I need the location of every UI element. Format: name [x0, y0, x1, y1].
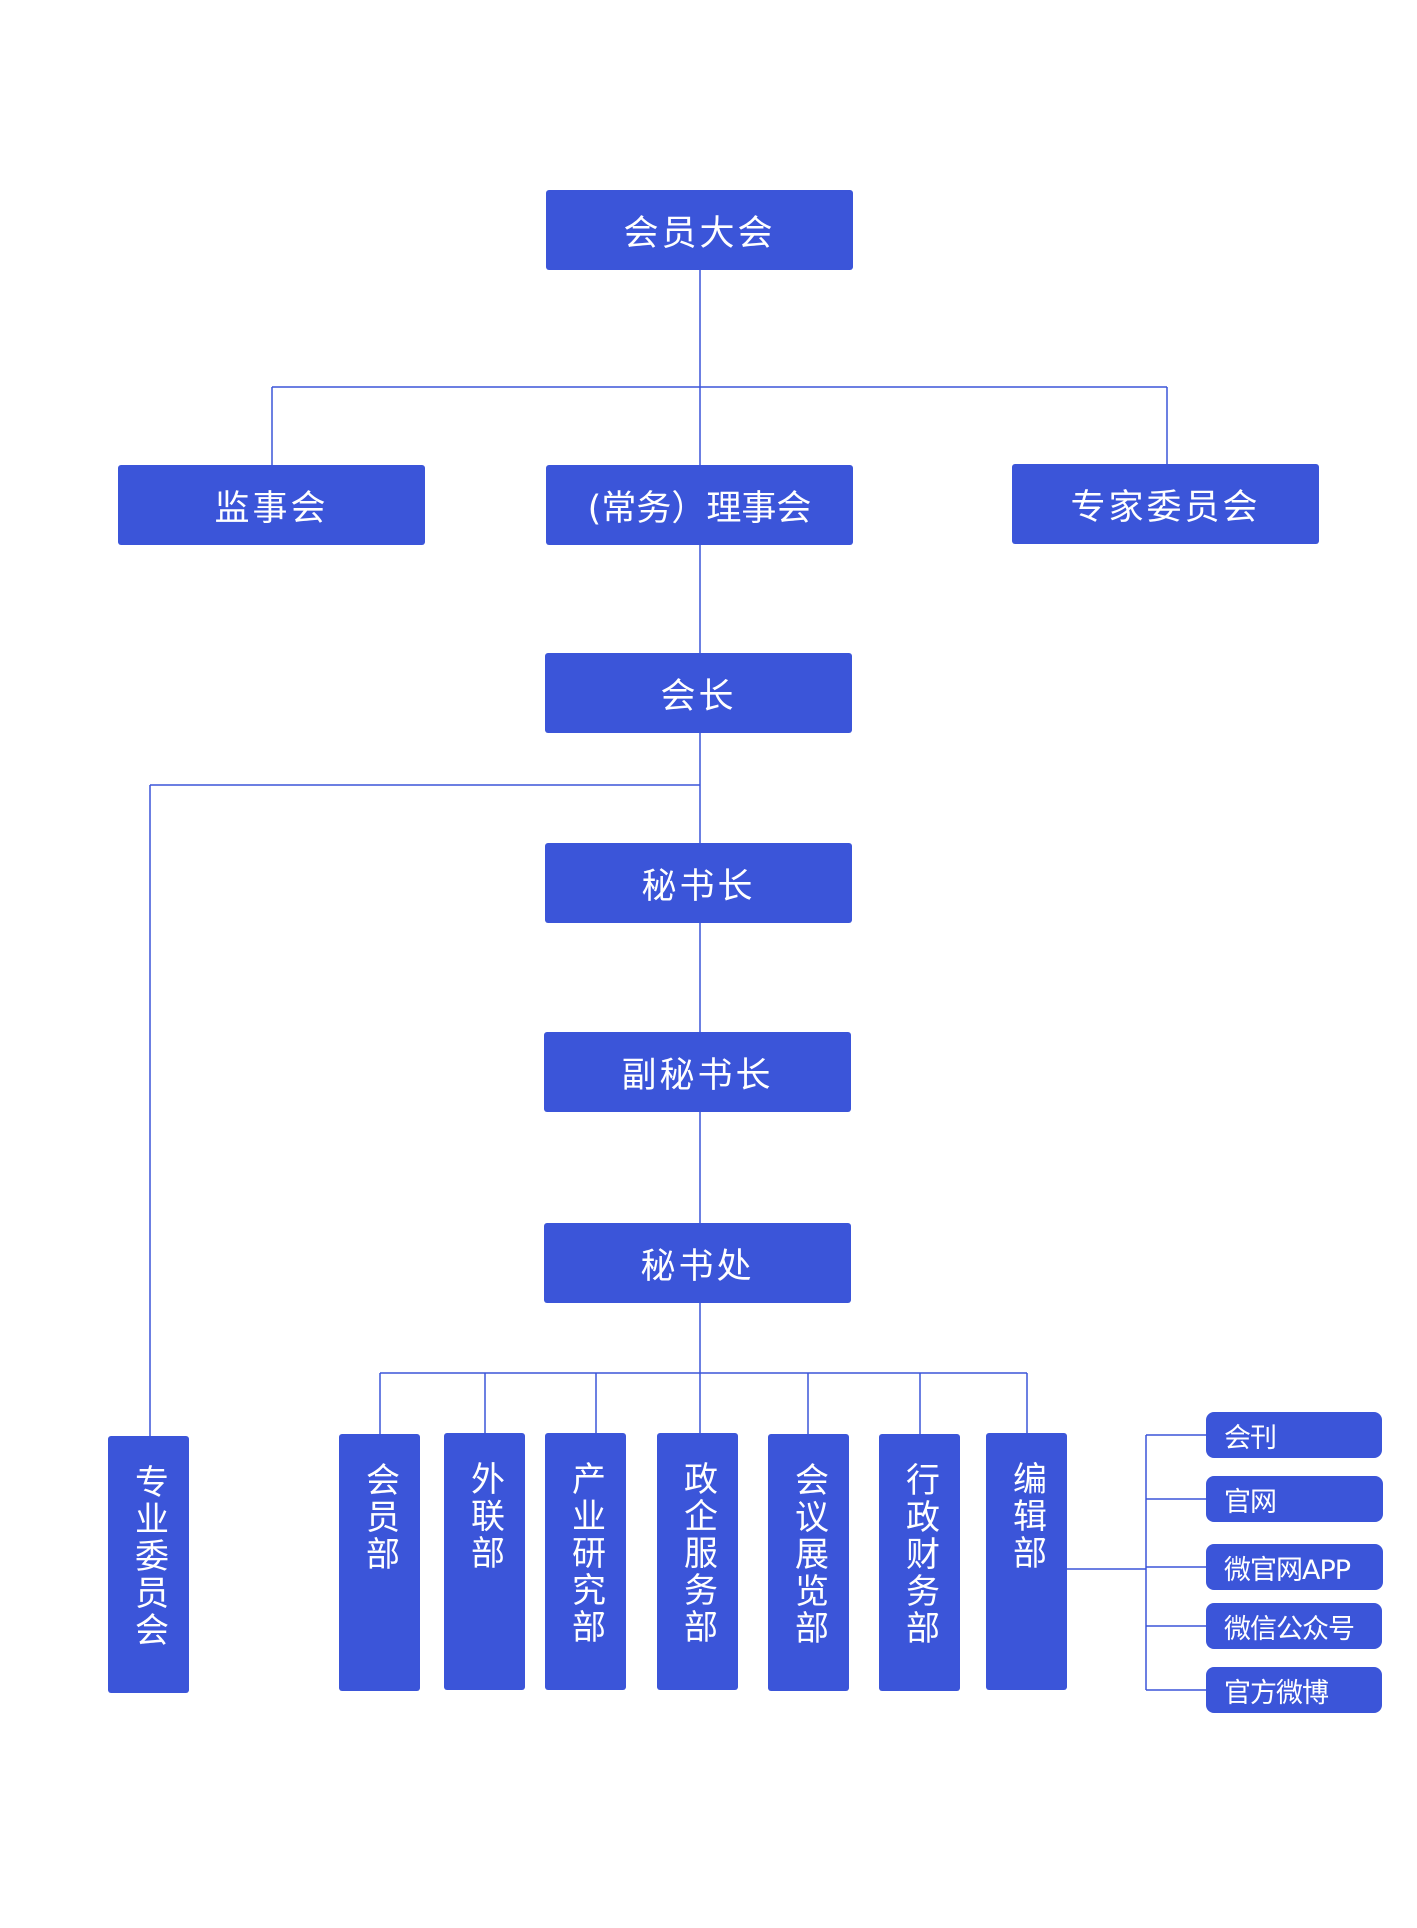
- department-box: 行政财务部: [879, 1434, 960, 1691]
- media-label: 官网: [1224, 1486, 1277, 1518]
- secretary-general-box: 秘书长: [545, 843, 852, 923]
- department-label: 政企服务部: [677, 1461, 718, 1646]
- media-box: 微官网APP: [1206, 1544, 1383, 1590]
- department-label: 外联部: [464, 1461, 505, 1572]
- expert-committee-box: 专家委员会: [1012, 464, 1319, 544]
- media-box: 会刊: [1206, 1412, 1382, 1458]
- department-box: 产业研究部: [545, 1433, 626, 1690]
- supervisory-board-label: 监事会: [214, 488, 329, 529]
- media-label: 微信公众号: [1224, 1613, 1355, 1645]
- standing-council-label: (常务）理事会: [587, 488, 812, 529]
- media-box: 官网: [1206, 1476, 1383, 1522]
- department-box: 外联部: [444, 1433, 525, 1690]
- department-box: 会员部: [339, 1434, 420, 1691]
- media-box: 官方微博: [1206, 1667, 1382, 1713]
- media-label: 会刊: [1224, 1422, 1277, 1454]
- general-assembly-label: 会员大会: [623, 213, 776, 254]
- department-box: 编辑部: [986, 1433, 1067, 1690]
- secretary-general-label: 秘书长: [641, 866, 756, 907]
- deputy-secretary-general-box: 副秘书长: [544, 1032, 851, 1112]
- department-label: 会议展览部: [788, 1462, 829, 1647]
- professional-committee-label: 专业委员会: [128, 1464, 169, 1649]
- media-label: 官方微博: [1224, 1677, 1329, 1709]
- expert-committee-label: 专家委员会: [1070, 487, 1261, 528]
- media-box: 微信公众号: [1206, 1603, 1382, 1649]
- department-label: 行政财务部: [899, 1462, 940, 1647]
- secretariat-box: 秘书处: [544, 1223, 851, 1303]
- department-label: 产业研究部: [565, 1461, 606, 1646]
- department-box: 会议展览部: [768, 1434, 849, 1691]
- professional-committee-box: 专业委员会: [108, 1436, 189, 1693]
- president-box: 会长: [545, 653, 852, 733]
- president-label: 会长: [660, 676, 737, 717]
- department-label: 会员部: [359, 1462, 400, 1573]
- department-label: 编辑部: [1006, 1461, 1047, 1572]
- supervisory-board-box: 监事会: [118, 465, 425, 545]
- standing-council-box: (常务）理事会: [546, 465, 853, 545]
- secretariat-label: 秘书处: [640, 1246, 755, 1287]
- general-assembly-box: 会员大会: [546, 190, 853, 270]
- media-label: 微官网APP: [1224, 1554, 1351, 1586]
- department-box: 政企服务部: [657, 1433, 738, 1690]
- deputy-secretary-general-label: 副秘书长: [621, 1055, 774, 1096]
